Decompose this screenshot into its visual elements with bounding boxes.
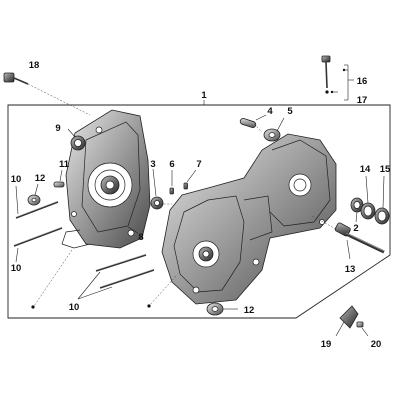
oil-seal-9 [67, 128, 86, 151]
bolt-18 [3, 72, 91, 116]
callout-2: 2 [353, 223, 358, 234]
callout-11: 11 [59, 159, 70, 170]
callout-12-bottom: 12 [244, 305, 255, 316]
bearing-3 [150, 168, 164, 210]
pin-11 [53, 169, 65, 188]
bushing-12-bottom [206, 302, 238, 316]
callout-14: 14 [360, 164, 371, 175]
pin-6 [169, 170, 174, 195]
output-shaft-13 [311, 215, 385, 260]
bushing-12-left [27, 183, 41, 206]
assembly-frame [7, 100, 391, 319]
callout-4: 4 [267, 106, 273, 117]
callout-labels: 1 2 3 4 5 6 7 8 9 10 10 10 11 12 12 13 1… [11, 60, 391, 350]
callout-1: 1 [201, 90, 207, 101]
callout-18: 18 [29, 60, 40, 71]
part-8-leader [127, 226, 139, 234]
callout-3: 3 [150, 159, 155, 170]
callout-5: 5 [287, 106, 293, 117]
studs-10 [13, 185, 155, 300]
callout-10-upper: 10 [11, 174, 22, 185]
ring-14 [360, 175, 376, 220]
bolt-20 [356, 321, 369, 337]
callout-8: 8 [138, 232, 143, 243]
callout-19: 19 [321, 339, 332, 350]
callout-7: 7 [196, 159, 201, 170]
dowel-pin-4 [239, 114, 267, 128]
seal-2 [350, 197, 364, 223]
callout-15: 15 [380, 164, 391, 175]
callout-10-bottom: 10 [69, 302, 80, 313]
callout-17: 17 [357, 95, 368, 106]
pin-7 [183, 169, 197, 190]
callout-6: 6 [169, 159, 174, 170]
bracket-19 [335, 305, 359, 337]
callout-16: 16 [357, 76, 368, 87]
right-crankcase-half [161, 133, 337, 305]
callout-20: 20 [371, 339, 382, 350]
callout-12-left: 12 [35, 173, 46, 184]
callout-13: 13 [345, 264, 356, 275]
dipstick-16-17 [321, 55, 354, 101]
seal-15 [374, 175, 390, 225]
callout-10-lower: 10 [11, 263, 22, 274]
callout-9: 9 [55, 123, 60, 134]
left-crankcase-half [61, 109, 151, 249]
bushing-5 [263, 117, 285, 142]
assembly-guide-lines [31, 123, 263, 309]
